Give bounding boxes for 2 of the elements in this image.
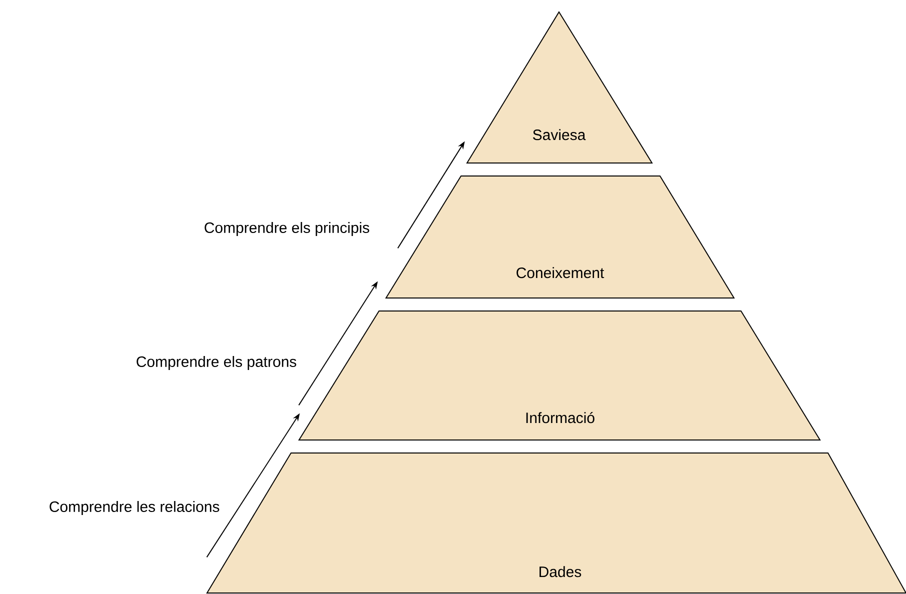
edge-label: Comprendre els principis bbox=[204, 222, 370, 236]
edge-label: Comprendre els patrons bbox=[136, 356, 296, 370]
